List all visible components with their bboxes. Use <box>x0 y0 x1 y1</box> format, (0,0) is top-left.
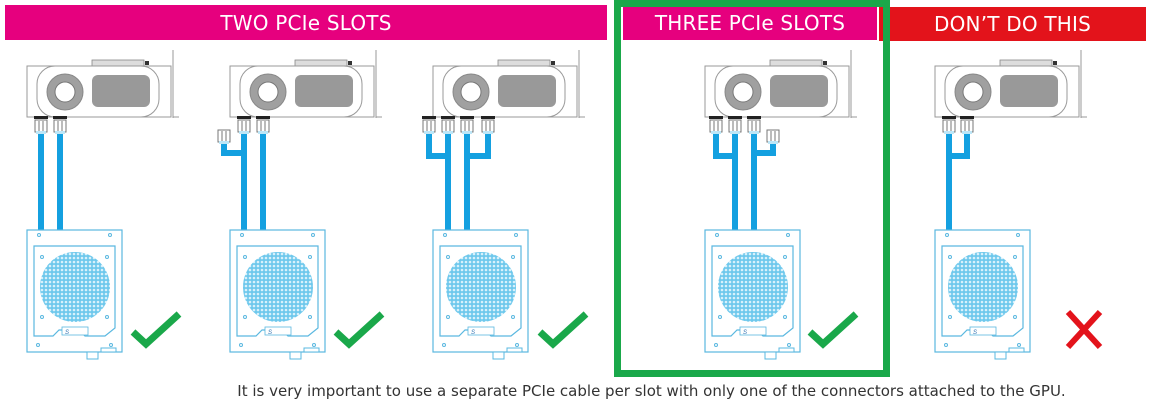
pcie-connector <box>53 119 67 134</box>
svg-text:S: S <box>973 330 977 336</box>
pcie-cable <box>422 116 455 230</box>
header-label: THREE PCIe SLOTS <box>654 10 846 35</box>
psu: S <box>26 229 123 360</box>
pcie-connector <box>217 129 231 144</box>
svg-text:S: S <box>268 330 272 336</box>
psu-fan-grill <box>243 252 313 322</box>
pcie-cable <box>53 116 67 230</box>
pcie-connector <box>34 119 48 134</box>
psu: S <box>934 229 1031 360</box>
header-two-pcie-slots: TWO PCIe SLOTS <box>5 5 607 40</box>
checkmark-icon <box>807 311 859 349</box>
gpu <box>432 50 585 118</box>
pcie-cable <box>942 116 974 230</box>
pcie-connector <box>766 129 780 144</box>
header-dont-do-this: DON’T DO THIS <box>879 7 1146 41</box>
pcie-cable <box>460 116 495 230</box>
psu-logo <box>969 326 997 336</box>
pcie-connector <box>481 119 495 134</box>
header-label: TWO PCIe SLOTS <box>220 10 392 35</box>
psu-logo <box>264 326 292 336</box>
pcie-connector <box>747 119 761 134</box>
pcie-connector <box>942 119 956 134</box>
checkmark-icon <box>537 311 589 349</box>
pcie-connector <box>460 119 474 134</box>
psu: S <box>704 229 801 360</box>
panel-4: S <box>704 50 859 360</box>
caption: It is very important to use a separate P… <box>237 382 1066 400</box>
checkmark-icon <box>333 311 385 349</box>
psu-logo <box>739 326 767 336</box>
pcie-connector <box>237 119 251 134</box>
pcie-connector <box>728 119 742 134</box>
cross-icon <box>1065 309 1103 350</box>
gpu <box>229 50 382 118</box>
psu: S <box>229 229 326 360</box>
svg-text:S: S <box>65 330 69 336</box>
psu: S <box>432 229 529 360</box>
panel-5: S <box>934 50 1103 360</box>
header-label: DON’T DO THIS <box>934 12 1091 36</box>
highlight-frame <box>614 0 890 377</box>
pcie-connector <box>441 119 455 134</box>
psu-logo <box>61 326 89 336</box>
pcie-connector <box>422 119 436 134</box>
gpu <box>934 50 1087 118</box>
psu-fan-grill <box>718 252 788 322</box>
pcie-cable <box>217 116 251 230</box>
svg-text:S: S <box>471 330 475 336</box>
gpu <box>704 50 857 118</box>
pcie-cable <box>34 116 48 230</box>
psu-fan-grill <box>40 252 110 322</box>
psu-fan-grill <box>948 252 1018 322</box>
gpu <box>26 50 179 118</box>
header-three-pcie-slots: THREE PCIe SLOTS <box>623 5 877 40</box>
pcie-connector <box>960 119 974 134</box>
pcie-cable <box>709 116 742 230</box>
pcie-cable <box>747 116 780 230</box>
psu-fan-grill <box>446 252 516 322</box>
pcie-cable <box>256 116 270 230</box>
panel-2: S <box>217 50 385 360</box>
pcie-connector <box>256 119 270 134</box>
panel-1: S <box>26 50 182 360</box>
pcie-connector <box>709 119 723 134</box>
svg-text:S: S <box>743 330 747 336</box>
checkmark-icon <box>130 311 182 349</box>
panel-3: S <box>422 50 589 360</box>
psu-logo <box>467 326 495 336</box>
